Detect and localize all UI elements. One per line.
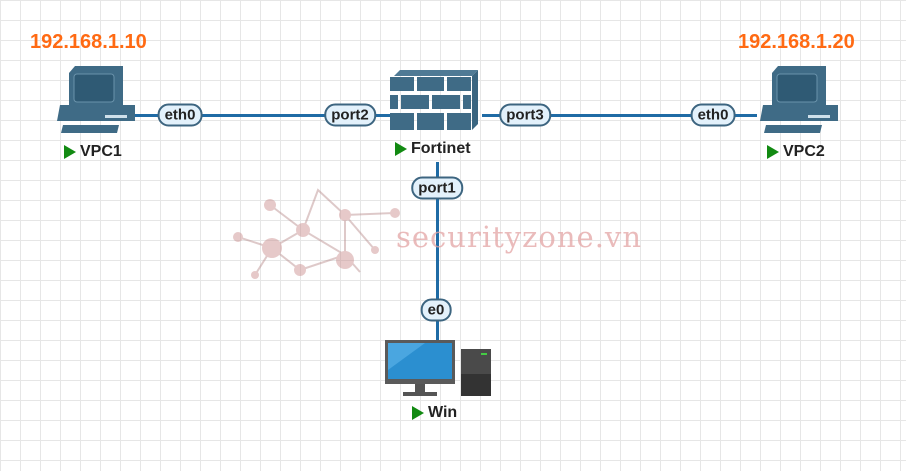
running-icon [64, 145, 76, 159]
running-icon [412, 406, 424, 420]
running-icon [767, 145, 779, 159]
fortinet-port2[interactable]: port2 [324, 103, 376, 127]
vpc1-label[interactable]: VPC1 [64, 143, 122, 161]
fortinet-port1[interactable]: port1 [411, 176, 463, 200]
vpc2-ip: 192.168.1.20 [738, 31, 855, 53]
watermark-logo-icon [233, 188, 400, 279]
vpc2-computer-icon[interactable] [758, 63, 840, 139]
watermark-text: securityzone.vn [396, 220, 642, 254]
win-e0-port[interactable]: e0 [420, 298, 452, 322]
vpc2-eth0-port[interactable]: eth0 [690, 103, 736, 127]
vpc1-eth0-port[interactable]: eth0 [157, 103, 203, 127]
win-label[interactable]: Win [412, 404, 457, 422]
windows-pc-icon[interactable] [385, 340, 491, 398]
vpc1-computer-icon[interactable] [55, 63, 137, 139]
running-icon [395, 142, 407, 156]
fortinet-port3[interactable]: port3 [499, 103, 551, 127]
fortinet-label[interactable]: Fortinet [395, 140, 471, 158]
link-fortinet-vpc2[interactable] [482, 114, 757, 117]
vpc2-label[interactable]: VPC2 [767, 143, 825, 161]
firewall-icon[interactable] [390, 68, 482, 136]
vpc1-ip: 192.168.1.10 [30, 31, 147, 53]
link-vpc1-fortinet[interactable] [135, 114, 390, 117]
link-fortinet-win[interactable] [436, 162, 439, 340]
